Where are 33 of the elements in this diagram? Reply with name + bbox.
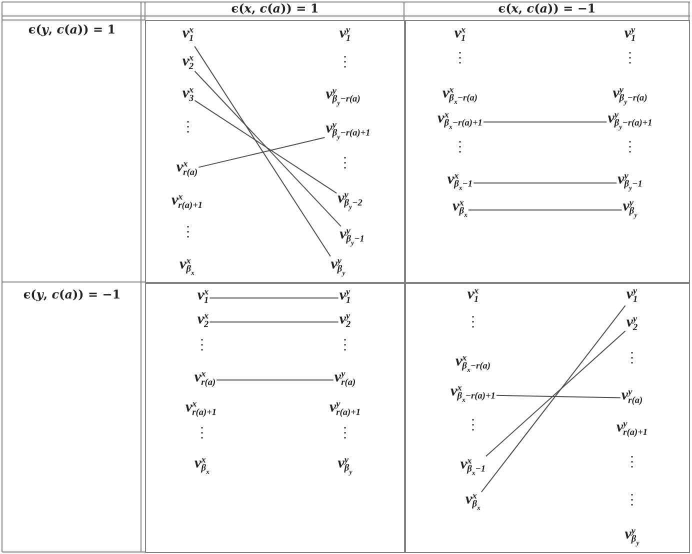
vertical-ellipsis: ⋮ bbox=[623, 51, 637, 65]
table-cell bbox=[404, 20, 690, 284]
connector-line bbox=[473, 182, 618, 184]
table-cell bbox=[404, 282, 690, 553]
vertical-ellipsis: ⋮ bbox=[181, 120, 195, 134]
vertical-ellipsis: ⋮ bbox=[338, 156, 352, 170]
vertical-ellipsis: ⋮ bbox=[195, 338, 209, 352]
vertical-ellipsis: ⋮ bbox=[338, 426, 352, 440]
row-header: ϵ(y, c(a)) = −1 bbox=[23, 288, 121, 302]
vertical-ellipsis: ⋮ bbox=[195, 426, 209, 440]
connector-line bbox=[480, 305, 626, 493]
table-cell bbox=[145, 282, 406, 553]
vertical-ellipsis: ⋮ bbox=[338, 55, 352, 69]
connector-line bbox=[194, 46, 331, 257]
vertical-ellipsis: ⋮ bbox=[181, 225, 195, 239]
table-cell bbox=[145, 20, 406, 284]
column-header: ϵ(x, c(a)) = −1 bbox=[498, 2, 596, 16]
vertical-ellipsis: ⋮ bbox=[625, 493, 639, 507]
vertical-ellipsis: ⋮ bbox=[623, 140, 637, 154]
row-header: ϵ(y, c(a)) = 1 bbox=[28, 24, 116, 36]
connector-line bbox=[486, 330, 626, 457]
connector-line bbox=[194, 100, 338, 194]
vertical-ellipsis: ⋮ bbox=[453, 51, 467, 65]
vertical-ellipsis: ⋮ bbox=[625, 351, 639, 365]
connector-line bbox=[194, 70, 342, 227]
vertical-ellipsis: ⋮ bbox=[625, 455, 639, 469]
vertical-ellipsis: ⋮ bbox=[466, 418, 480, 432]
column-header: ϵ(x, c(a)) = 1 bbox=[231, 2, 319, 16]
vertical-ellipsis: ⋮ bbox=[338, 338, 352, 352]
vertical-ellipsis: ⋮ bbox=[453, 140, 467, 154]
connector-line bbox=[198, 137, 326, 168]
vertical-ellipsis: ⋮ bbox=[466, 315, 480, 329]
connector-line bbox=[496, 394, 621, 398]
